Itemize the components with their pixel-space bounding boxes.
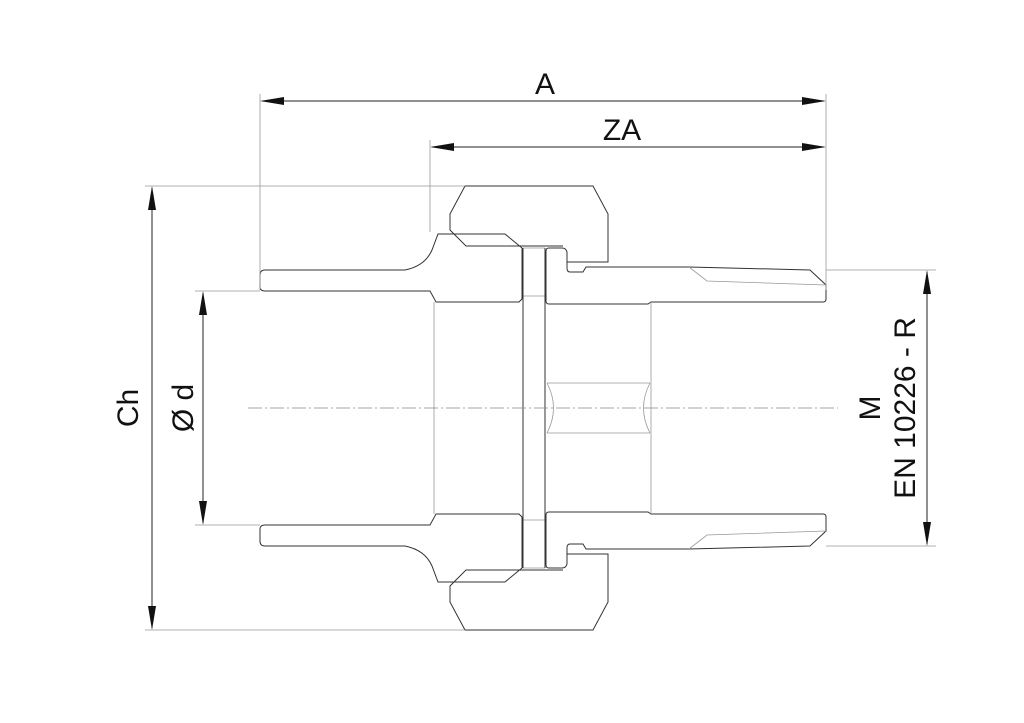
thread-standard-label: EN 10226 - R bbox=[889, 317, 922, 499]
dimension-A: A bbox=[260, 68, 826, 105]
dimension-label-d: Ø d bbox=[167, 384, 200, 432]
dimension-label-Ch: Ch bbox=[112, 389, 145, 427]
dimension-M: M EN 10226 - R bbox=[854, 270, 931, 546]
fitting-top-half bbox=[259, 185, 827, 305]
dimension-Ch: Ch bbox=[112, 186, 156, 630]
dimension-label-ZA: ZA bbox=[603, 114, 641, 147]
dimension-label-A: A bbox=[535, 68, 555, 101]
dimension-label-M: M bbox=[854, 396, 887, 421]
extension-lines bbox=[145, 94, 936, 631]
fitting-bottom-half bbox=[259, 511, 827, 631]
dimension-ZA: ZA bbox=[430, 114, 826, 151]
dimension-d: Ø d bbox=[167, 291, 207, 525]
